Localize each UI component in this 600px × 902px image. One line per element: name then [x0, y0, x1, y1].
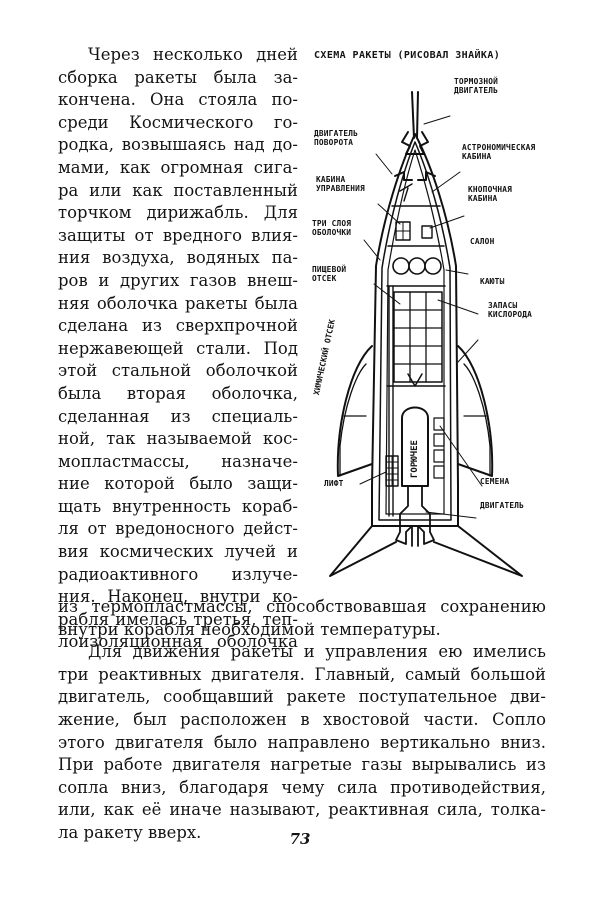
text-line: сборка ракеты была за-	[58, 67, 298, 87]
text-line: Для движения ракеты и управления ею имел…	[88, 642, 546, 662]
text-line: Через несколько дней	[88, 45, 298, 64]
label-brake-engine: ТОРМОЗНОЙ ДВИГАТЕЛЬ	[454, 77, 499, 95]
porthole-1	[392, 257, 410, 275]
outer-hull	[371, 133, 459, 527]
label-cabins: КАЮТЫ	[480, 277, 505, 286]
rocket-diagram: СХЕМА РАКЕТЫ (РИСОВАЛ ЗНАЙКА)	[300, 46, 552, 586]
text-line: жение, был расположен в хвостовой части.…	[58, 709, 546, 729]
turn-engine-right	[417, 171, 436, 181]
text-line: сделана из сверхпрочной	[58, 316, 298, 336]
label-fuel: ГОРЮЧЕЕ	[410, 440, 420, 478]
text-line: лоизоляционная оболочка	[58, 632, 298, 652]
rocket-drawing	[329, 91, 523, 577]
text-line: сопла вниз, благодаря чему сила противод…	[58, 777, 546, 797]
turn-engine-left	[394, 171, 413, 181]
left-fin-pod	[336, 345, 373, 477]
text-line: ния. Наконец, внутри ко-	[58, 587, 298, 607]
page-number: 73	[289, 830, 311, 848]
button-panel-icon	[421, 225, 433, 239]
label-control-cabin: КАБИНА УПРАВЛЕНИЯ	[316, 175, 365, 193]
text-line: внутри корабля необходимой температуры.	[58, 619, 441, 639]
text-line: этой стальной оболочкой	[58, 361, 298, 381]
left-lower-fin	[329, 525, 397, 577]
text-line: нержавеющей стали. Под	[58, 338, 298, 358]
porthole-3	[424, 257, 442, 275]
text-line: При работе двигателя нагретые газы вырыв…	[58, 755, 546, 775]
cabins-grid	[393, 291, 443, 383]
text-line: кончена. Она стояла по-	[58, 90, 298, 110]
paragraph-2: из термопластмассы, способствовавшая сох…	[58, 596, 546, 845]
label-lift: ЛИФТ	[324, 479, 344, 488]
text-line: няя оболочка ракеты была	[58, 293, 298, 313]
label-button-cabin: КНОПОЧНАЯ КАБИНА	[468, 185, 513, 203]
text-line: родка, возвышаясь над до-	[58, 135, 298, 155]
text-line: сделанная из специаль-	[58, 406, 298, 426]
text-line: ля от вредоносного дейст-	[58, 519, 298, 539]
text-line: ной, так называемой кос-	[58, 429, 298, 449]
text-line: или, как её иначе называют, реактивная с…	[58, 800, 546, 820]
text-line: мопластмассы, назначе-	[58, 451, 298, 471]
label-turn-engine: ДВИГАТЕЛЬ ПОВОРОТА	[314, 129, 359, 147]
text-line: этого двигателя было направлено вертикал…	[58, 732, 546, 752]
paragraph-1: Через несколько дней сборка ракеты была з…	[58, 44, 298, 654]
text-line: ния воздуха, водяных па-	[58, 248, 298, 268]
text-line: ров и других газов внеш-	[58, 270, 298, 290]
label-engine: ДВИГАТЕЛЬ	[480, 501, 525, 510]
label-salon: САЛОН	[470, 237, 495, 246]
porthole-2	[408, 257, 426, 275]
text-line: ние которой было защи-	[58, 474, 298, 494]
inner-hull	[385, 149, 445, 515]
text-line: три реактивных двигателя. Главный, самый…	[58, 664, 546, 684]
text-line: торчком дирижабль. Для	[58, 203, 298, 223]
nose-spike	[411, 91, 419, 139]
right-lower-fin	[433, 525, 523, 577]
figure-title: СХЕМА РАКЕТЫ (РИСОВАЛ ЗНАЙКА)	[314, 50, 501, 61]
telescope-icon	[399, 183, 413, 202]
text-line: ла ракету вверх.	[58, 822, 202, 842]
main-engine	[395, 485, 435, 547]
text-line: была вторая оболочка,	[58, 383, 298, 403]
label-seeds: СЕМЕНА	[480, 477, 510, 486]
text-line: ра или как поставленный	[58, 180, 298, 200]
label-astro-cabin: АСТРОНОМИЧЕСКАЯ КАБИНА	[462, 143, 536, 161]
text-line: защиты от вредного влия-	[58, 225, 298, 245]
label-food-compartment: ПИЩЕВОЙ ОТСЕК	[312, 265, 347, 283]
text-line: щать внутренность кораб-	[58, 496, 298, 516]
text-line: среди Космического го-	[58, 112, 298, 132]
text-line: мами, как огромная сига-	[58, 157, 298, 177]
text-line: двигатель, сообщавший ракете поступатель…	[58, 687, 546, 707]
text-line: вия космических лучей и	[58, 542, 298, 562]
label-three-layers: ТРИ СЛОЯ ОБОЛОЧКИ	[312, 219, 352, 237]
fuel-tank	[401, 406, 429, 487]
label-oxygen: ЗАПАСЫ КИСЛОРОДА	[488, 301, 533, 319]
middle-hull	[378, 141, 452, 521]
text-line: радиоактивного излуче-	[58, 564, 298, 584]
right-fin-pod	[457, 345, 494, 477]
text-line: из термопластмассы, способствовавшая сох…	[58, 597, 546, 616]
brake-engine-shape	[401, 131, 429, 155]
text-line: рабля имелась третья, теп-	[58, 609, 298, 629]
